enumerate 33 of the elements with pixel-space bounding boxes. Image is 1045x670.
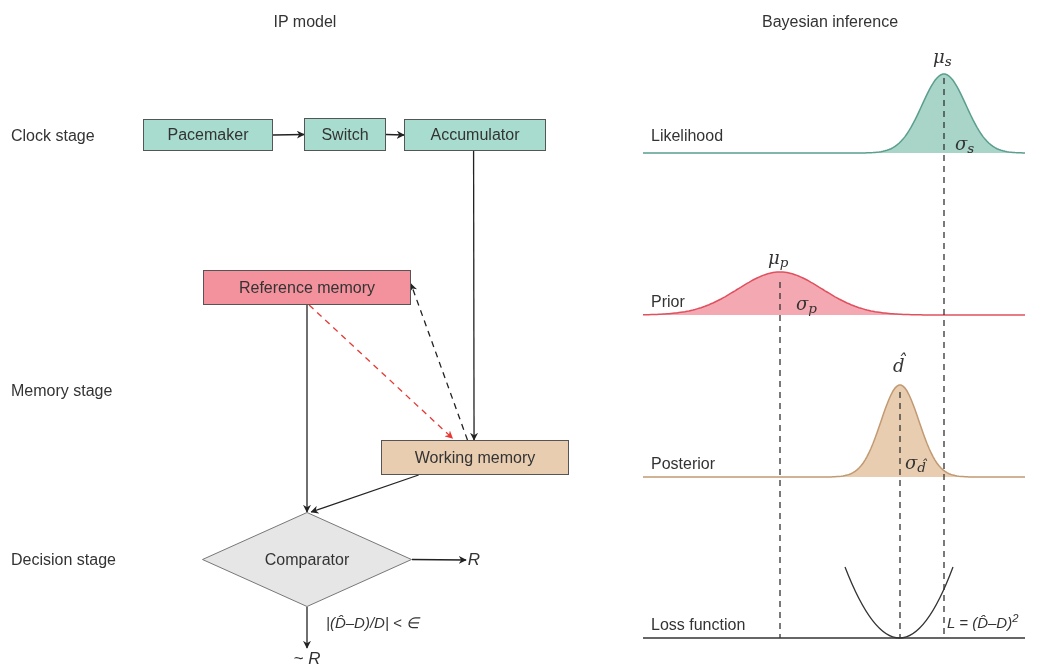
math-symbol: σ$_{s}$ [955, 132, 975, 157]
output-label: R [466, 548, 482, 572]
arrow [308, 304, 454, 439]
text-label: Loss function [651, 615, 746, 635]
math-symbol: d̂ [893, 352, 905, 379]
process-box: Pacemaker [143, 119, 273, 151]
process-box: Working memory [381, 440, 569, 475]
math-symbol: μ$_{p}$ [768, 246, 789, 271]
arrow [411, 555, 467, 564]
process-box: Switch [304, 118, 386, 151]
text-label: Likelihood [651, 126, 724, 146]
arrow [303, 606, 311, 649]
process-box: Accumulator [404, 119, 546, 151]
text-label: Memory stage [11, 381, 113, 401]
arrow [470, 150, 479, 441]
text-label: Decision stage [11, 550, 116, 570]
arrow [303, 304, 311, 513]
math-symbol: L = (D̂–D)$^{2}$ [947, 612, 1019, 633]
text-label: Posterior [651, 454, 716, 474]
math-symbol: σ$_{d̂}$ [905, 451, 926, 476]
arrow [385, 130, 405, 139]
text-label: Prior [651, 292, 685, 312]
math-symbol: σ$_{p}$ [796, 292, 817, 317]
text-label: Clock stage [11, 126, 95, 146]
arrow [310, 474, 420, 514]
process-box: Reference memory [203, 270, 411, 305]
arrow [409, 283, 469, 441]
decision-diamond: Comparator [202, 512, 412, 607]
math-symbol: μ$_{s}$ [933, 45, 952, 70]
text-label: IP model [273, 12, 337, 32]
arrow [272, 130, 305, 139]
text-label: Bayesian inference [761, 12, 899, 32]
output-label: ~ R [284, 648, 330, 670]
